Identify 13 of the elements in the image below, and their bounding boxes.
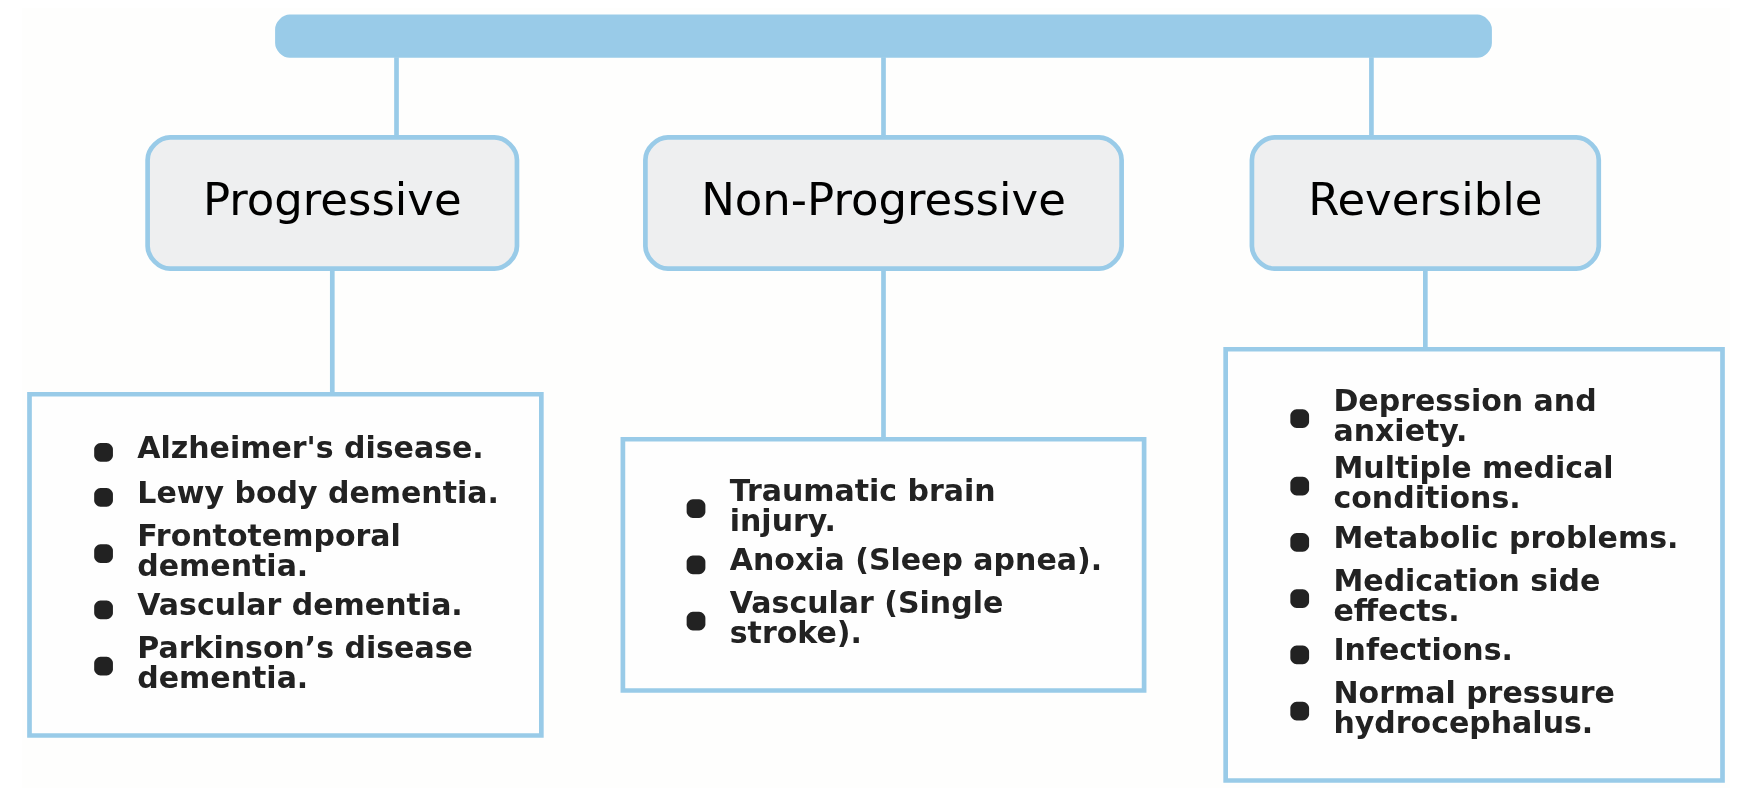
node-box: Depression and anxiety. Multiple medical conditions. Metabolic problems. Medication side effects. Infections. Normal pressure hydrocephalus. xyxy=(1222,346,1725,783)
node-box: Traumatic brain injury. Anoxia (Sleep apnea). Vascular (Single stroke). xyxy=(620,436,1146,693)
node-box: Non-Progressive xyxy=(642,135,1124,271)
node-box xyxy=(274,14,1492,58)
connector xyxy=(880,269,886,439)
connector xyxy=(393,57,399,137)
connector xyxy=(880,57,886,137)
connector xyxy=(1422,269,1428,349)
node-box: Progressive xyxy=(144,135,519,271)
connector xyxy=(1368,57,1374,137)
node-box: Alzheimer's disease. Lewy body dementia. Frontotemporal dementia. Vascular dementia. Parkinson’s disease dementia. xyxy=(26,391,544,738)
connector xyxy=(329,269,335,395)
node-box: Reversible xyxy=(1249,135,1601,271)
